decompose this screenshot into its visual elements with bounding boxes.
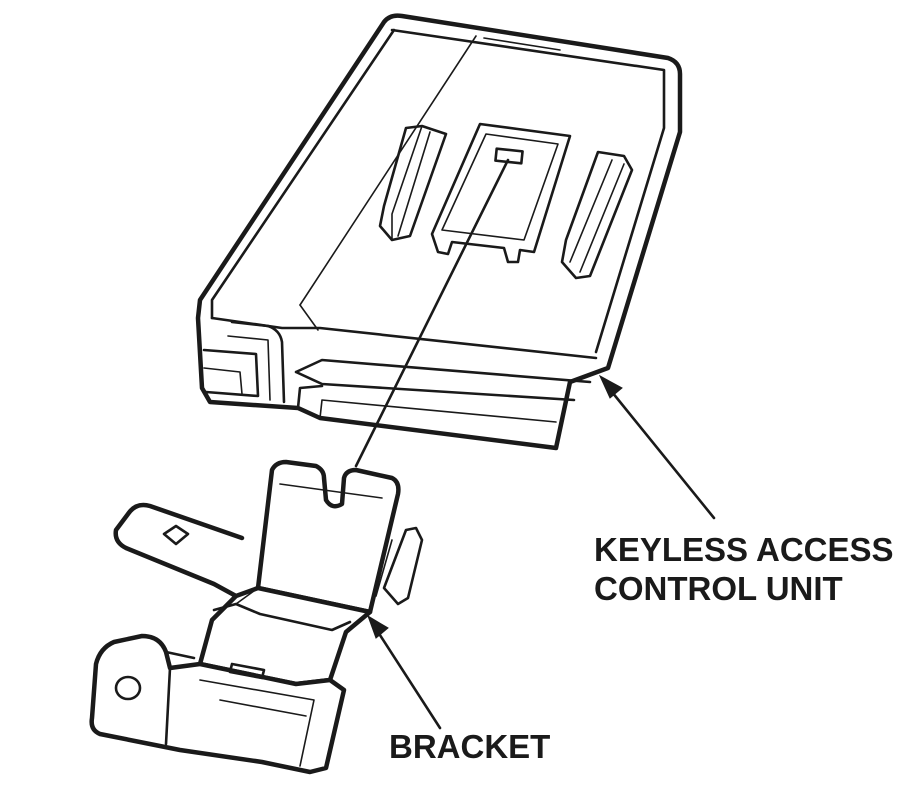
control-unit-front-groove [294,358,592,402]
arrow-bracket [367,614,442,730]
control-unit-right-rail [560,150,634,280]
bracket-upper-flange [255,459,401,615]
bracket-mounting-hole [114,675,142,701]
arrow-control-unit [598,374,716,520]
bracket-plate-slot [228,662,266,680]
label-keyless-access-control-unit: KEYLESS ACCESS CONTROL UNIT [594,533,894,611]
bracket [89,459,424,775]
bracket-left-tab [113,502,245,599]
control-unit-center-slot [430,122,572,264]
control-unit-outline [195,13,683,451]
control-unit-connector [230,320,286,404]
bracket-spring-clip [382,526,424,606]
alignment-line [354,158,510,468]
label-control-unit-line1: KEYLESS ACCESS [594,531,894,568]
label-control-unit-line2: CONTROL UNIT [594,570,843,607]
control-unit-top-edge [390,28,666,354]
control-unit-left-rail [378,124,448,242]
bracket-tab-hole [162,524,190,546]
label-bracket: BRACKET [389,728,551,765]
bracket-lower-plate [89,633,347,775]
